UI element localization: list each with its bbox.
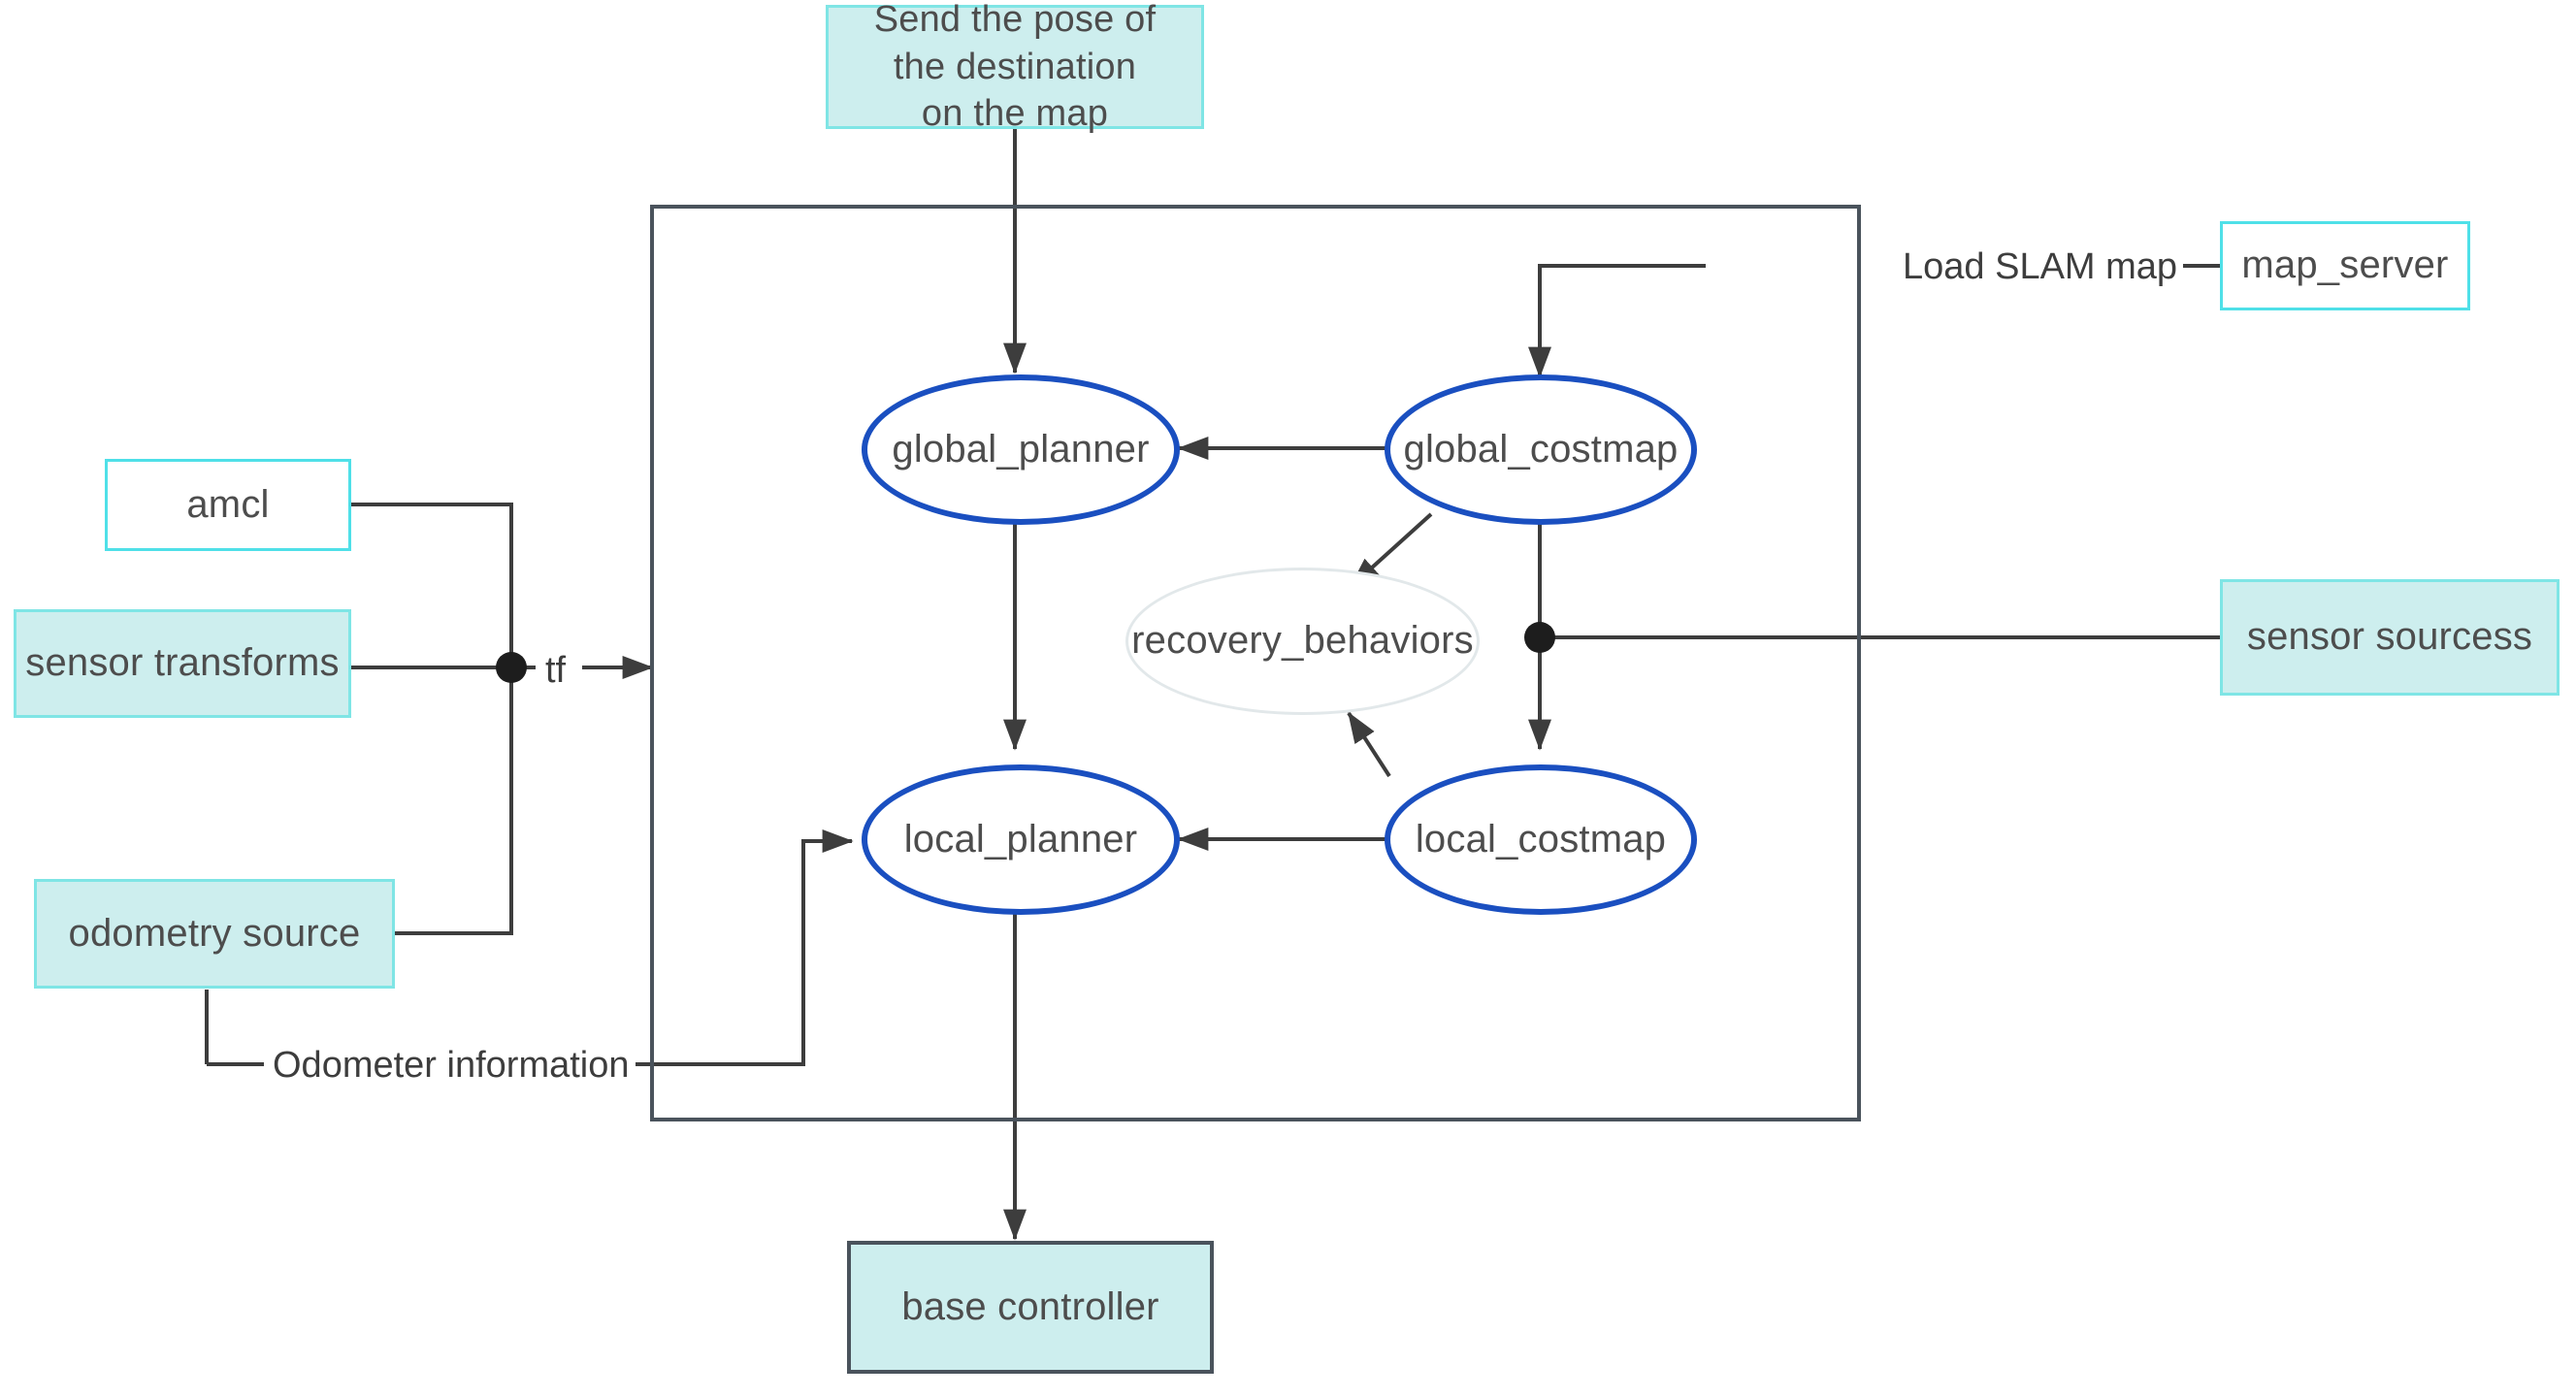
node-local-planner[interactable]: local_planner (862, 764, 1180, 915)
node-odometry-source[interactable]: odometry source (34, 879, 395, 989)
node-recovery-behaviors: recovery_behaviors (1125, 568, 1480, 715)
node-local-costmap[interactable]: local_costmap (1385, 764, 1697, 915)
node-global-planner[interactable]: global_planner (862, 374, 1180, 525)
node-amcl[interactable]: amcl (105, 459, 351, 551)
navigation-stack-container (650, 205, 1861, 1121)
junction-dot-tf (496, 652, 527, 683)
node-sensor-transforms[interactable]: sensor transforms (14, 609, 351, 718)
node-map-server[interactable]: map_server (2220, 221, 2470, 310)
node-global-costmap[interactable]: global_costmap (1385, 374, 1697, 525)
edge-label-load-slam-map: Load SLAM map (1897, 248, 2184, 285)
node-sensor-sources[interactable]: sensor sourcess (2220, 579, 2560, 696)
edge-label-tf: tf (539, 652, 572, 689)
edge-label-odometer-information: Odometer information (267, 1047, 636, 1084)
node-goal-pose[interactable]: Send the pose of the destination on the … (826, 0, 1204, 134)
node-base-controller[interactable]: base controller (847, 1241, 1214, 1374)
